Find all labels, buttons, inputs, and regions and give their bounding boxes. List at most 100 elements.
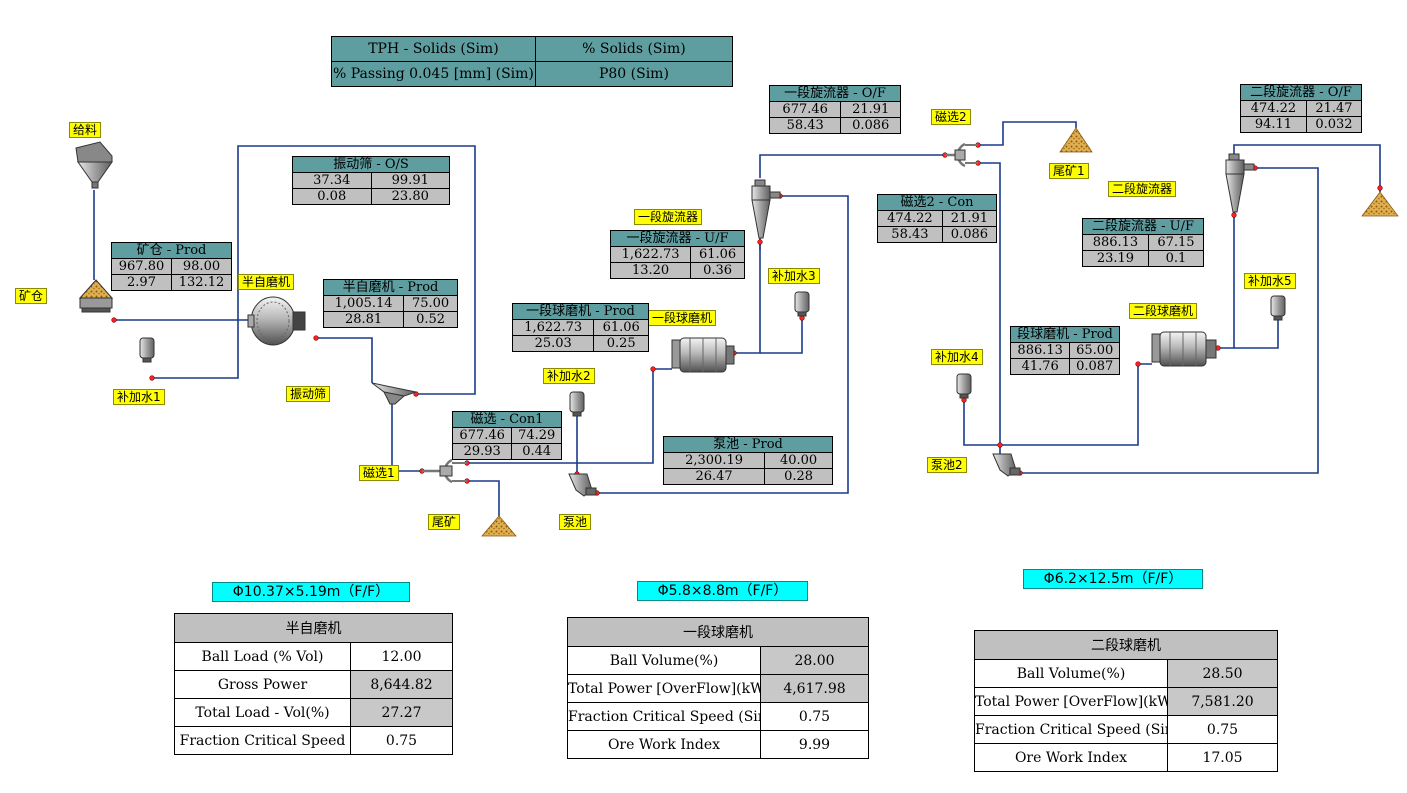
- label-water5[interactable]: 补加水5: [1244, 273, 1296, 289]
- vibrating-screen-icon[interactable]: [371, 382, 418, 405]
- param-label: Total Power [OverFlow](kW: [974, 687, 1168, 716]
- param-label: Fraction Critical Speed (Sim: [567, 702, 761, 731]
- stream-value: 21.91: [840, 101, 901, 118]
- stream-title: 矿仓 - Prod: [111, 242, 232, 259]
- sag-mill-icon[interactable]: [247, 296, 306, 346]
- stream-title: 泵池 - Prod: [663, 436, 833, 453]
- stream-value: 0.032: [1305, 116, 1363, 133]
- param-value: 0.75: [350, 726, 453, 755]
- label-water1[interactable]: 补加水1: [113, 389, 165, 405]
- hydrocyclone-icon[interactable]: [1225, 153, 1255, 213]
- pump-box-icon[interactable]: [992, 453, 1021, 477]
- magnetic-separator-icon[interactable]: [945, 142, 978, 168]
- water-tank-icon[interactable]: [569, 391, 585, 417]
- label-ball1[interactable]: 一段球磨机: [648, 310, 717, 326]
- mill-name: 二段球磨机: [974, 630, 1278, 660]
- label-tail2[interactable]: 尾矿1: [1049, 163, 1089, 179]
- magnetic-separator-icon[interactable]: [422, 458, 467, 484]
- pipe-water1-to-sag: [152, 320, 239, 379]
- param-label: Gross Power: [174, 670, 351, 699]
- stream-value: 2.97: [111, 274, 172, 291]
- mill-table-ball1: 一段球磨机 Ball Volume(%)28.00 Total Power [O…: [567, 617, 869, 759]
- stream-value: 1,622.73: [511, 319, 595, 336]
- label-feed[interactable]: 给料: [69, 122, 102, 138]
- stream-title: 二段旋流器 - U/F: [1082, 218, 1204, 235]
- stream-value: 1,622.73: [609, 246, 692, 263]
- stream-value: 13.20: [609, 262, 692, 279]
- stream-value: 25.03: [511, 335, 595, 352]
- stream-value: 2,300.19: [662, 452, 766, 469]
- product-pile-icon[interactable]: [1361, 191, 1399, 217]
- stream-title: 振动筛 - O/S: [292, 156, 450, 173]
- label-water3[interactable]: 补加水3: [768, 268, 820, 284]
- label-cyc2[interactable]: 二段旋流器: [1108, 181, 1177, 197]
- stream-value: 677.46: [768, 101, 842, 118]
- stream-title: 二段旋流器 - O/F: [1240, 84, 1362, 101]
- stream-value: 1,005.14: [322, 295, 405, 312]
- feed-hopper-icon[interactable]: [75, 141, 113, 189]
- ball-mill-icon[interactable]: [1151, 331, 1217, 367]
- label-pump1[interactable]: 泵池: [559, 514, 592, 530]
- pump-box-icon[interactable]: [568, 473, 597, 497]
- stream-value: 0.52: [403, 311, 458, 328]
- mill-size-ball1: Φ5.8×8.8m（F/F）: [637, 581, 808, 601]
- label-sag[interactable]: 半自磨机: [238, 274, 295, 290]
- legend-tph: TPH - Solids (Sim): [331, 36, 536, 62]
- pipe-cyc2-uf-to-ball2: [1000, 363, 1152, 446]
- stream-value: 37.34: [292, 172, 372, 189]
- label-tail1[interactable]: 尾矿: [428, 514, 461, 530]
- stream-value: 58.43: [877, 226, 943, 243]
- label-screen[interactable]: 振动筛: [286, 386, 331, 402]
- label-ball2[interactable]: 二段球磨机: [1129, 303, 1198, 319]
- legend-solids: % Solids (Sim): [534, 36, 734, 62]
- label-cyc1[interactable]: 一段旋流器: [634, 209, 703, 225]
- pipe-sag-to-screen: [316, 337, 373, 383]
- stream-value: 94.11: [1240, 116, 1307, 133]
- stream-title: 段球磨机 - Prod: [1010, 326, 1120, 343]
- stream-value: 0.25: [593, 335, 649, 352]
- tailings-pile-icon[interactable]: [1059, 127, 1093, 153]
- stream-value: 967.80: [111, 258, 172, 275]
- hydrocyclone-icon[interactable]: [751, 179, 781, 239]
- stream-legend: TPH - Solids (Sim) % Solids (Sim) % Pass…: [331, 36, 734, 87]
- ball-mill-icon[interactable]: [671, 337, 735, 373]
- label-pump2[interactable]: 泵池2: [927, 457, 967, 473]
- param-label: Ball Volume(%): [974, 659, 1168, 688]
- tailings-pile-icon[interactable]: [481, 515, 517, 537]
- mill-name: 半自磨机: [174, 613, 453, 643]
- label-mag1[interactable]: 磁选1: [359, 465, 399, 481]
- param-value: 7,581.20: [1167, 687, 1278, 716]
- water-tank-icon[interactable]: [794, 291, 810, 317]
- water-tank-icon[interactable]: [139, 337, 155, 363]
- water-tank-icon[interactable]: [1270, 295, 1286, 321]
- stream-value: 23.80: [370, 188, 450, 205]
- pipe-water5-to-cyc2: [1234, 318, 1279, 349]
- label-bin[interactable]: 矿仓: [15, 288, 48, 304]
- label-water2[interactable]: 补加水2: [543, 368, 595, 384]
- label-mag2[interactable]: 磁选2: [931, 109, 971, 125]
- pipe-mag2-con-to-pump2: [978, 162, 1001, 462]
- pipe-mag1-tail: [467, 480, 500, 517]
- stream-value: 40.00: [764, 452, 833, 469]
- param-value: 28.50: [1167, 659, 1278, 688]
- param-label: Ball Volume(%): [567, 646, 761, 675]
- stream-pipes: [93, 121, 1381, 517]
- label-water4[interactable]: 补加水4: [931, 349, 983, 365]
- ore-bin-icon[interactable]: [78, 279, 114, 313]
- mill-size-sag: Φ10.37×5.19m（F/F）: [212, 582, 410, 602]
- water-tank-icon[interactable]: [956, 373, 972, 399]
